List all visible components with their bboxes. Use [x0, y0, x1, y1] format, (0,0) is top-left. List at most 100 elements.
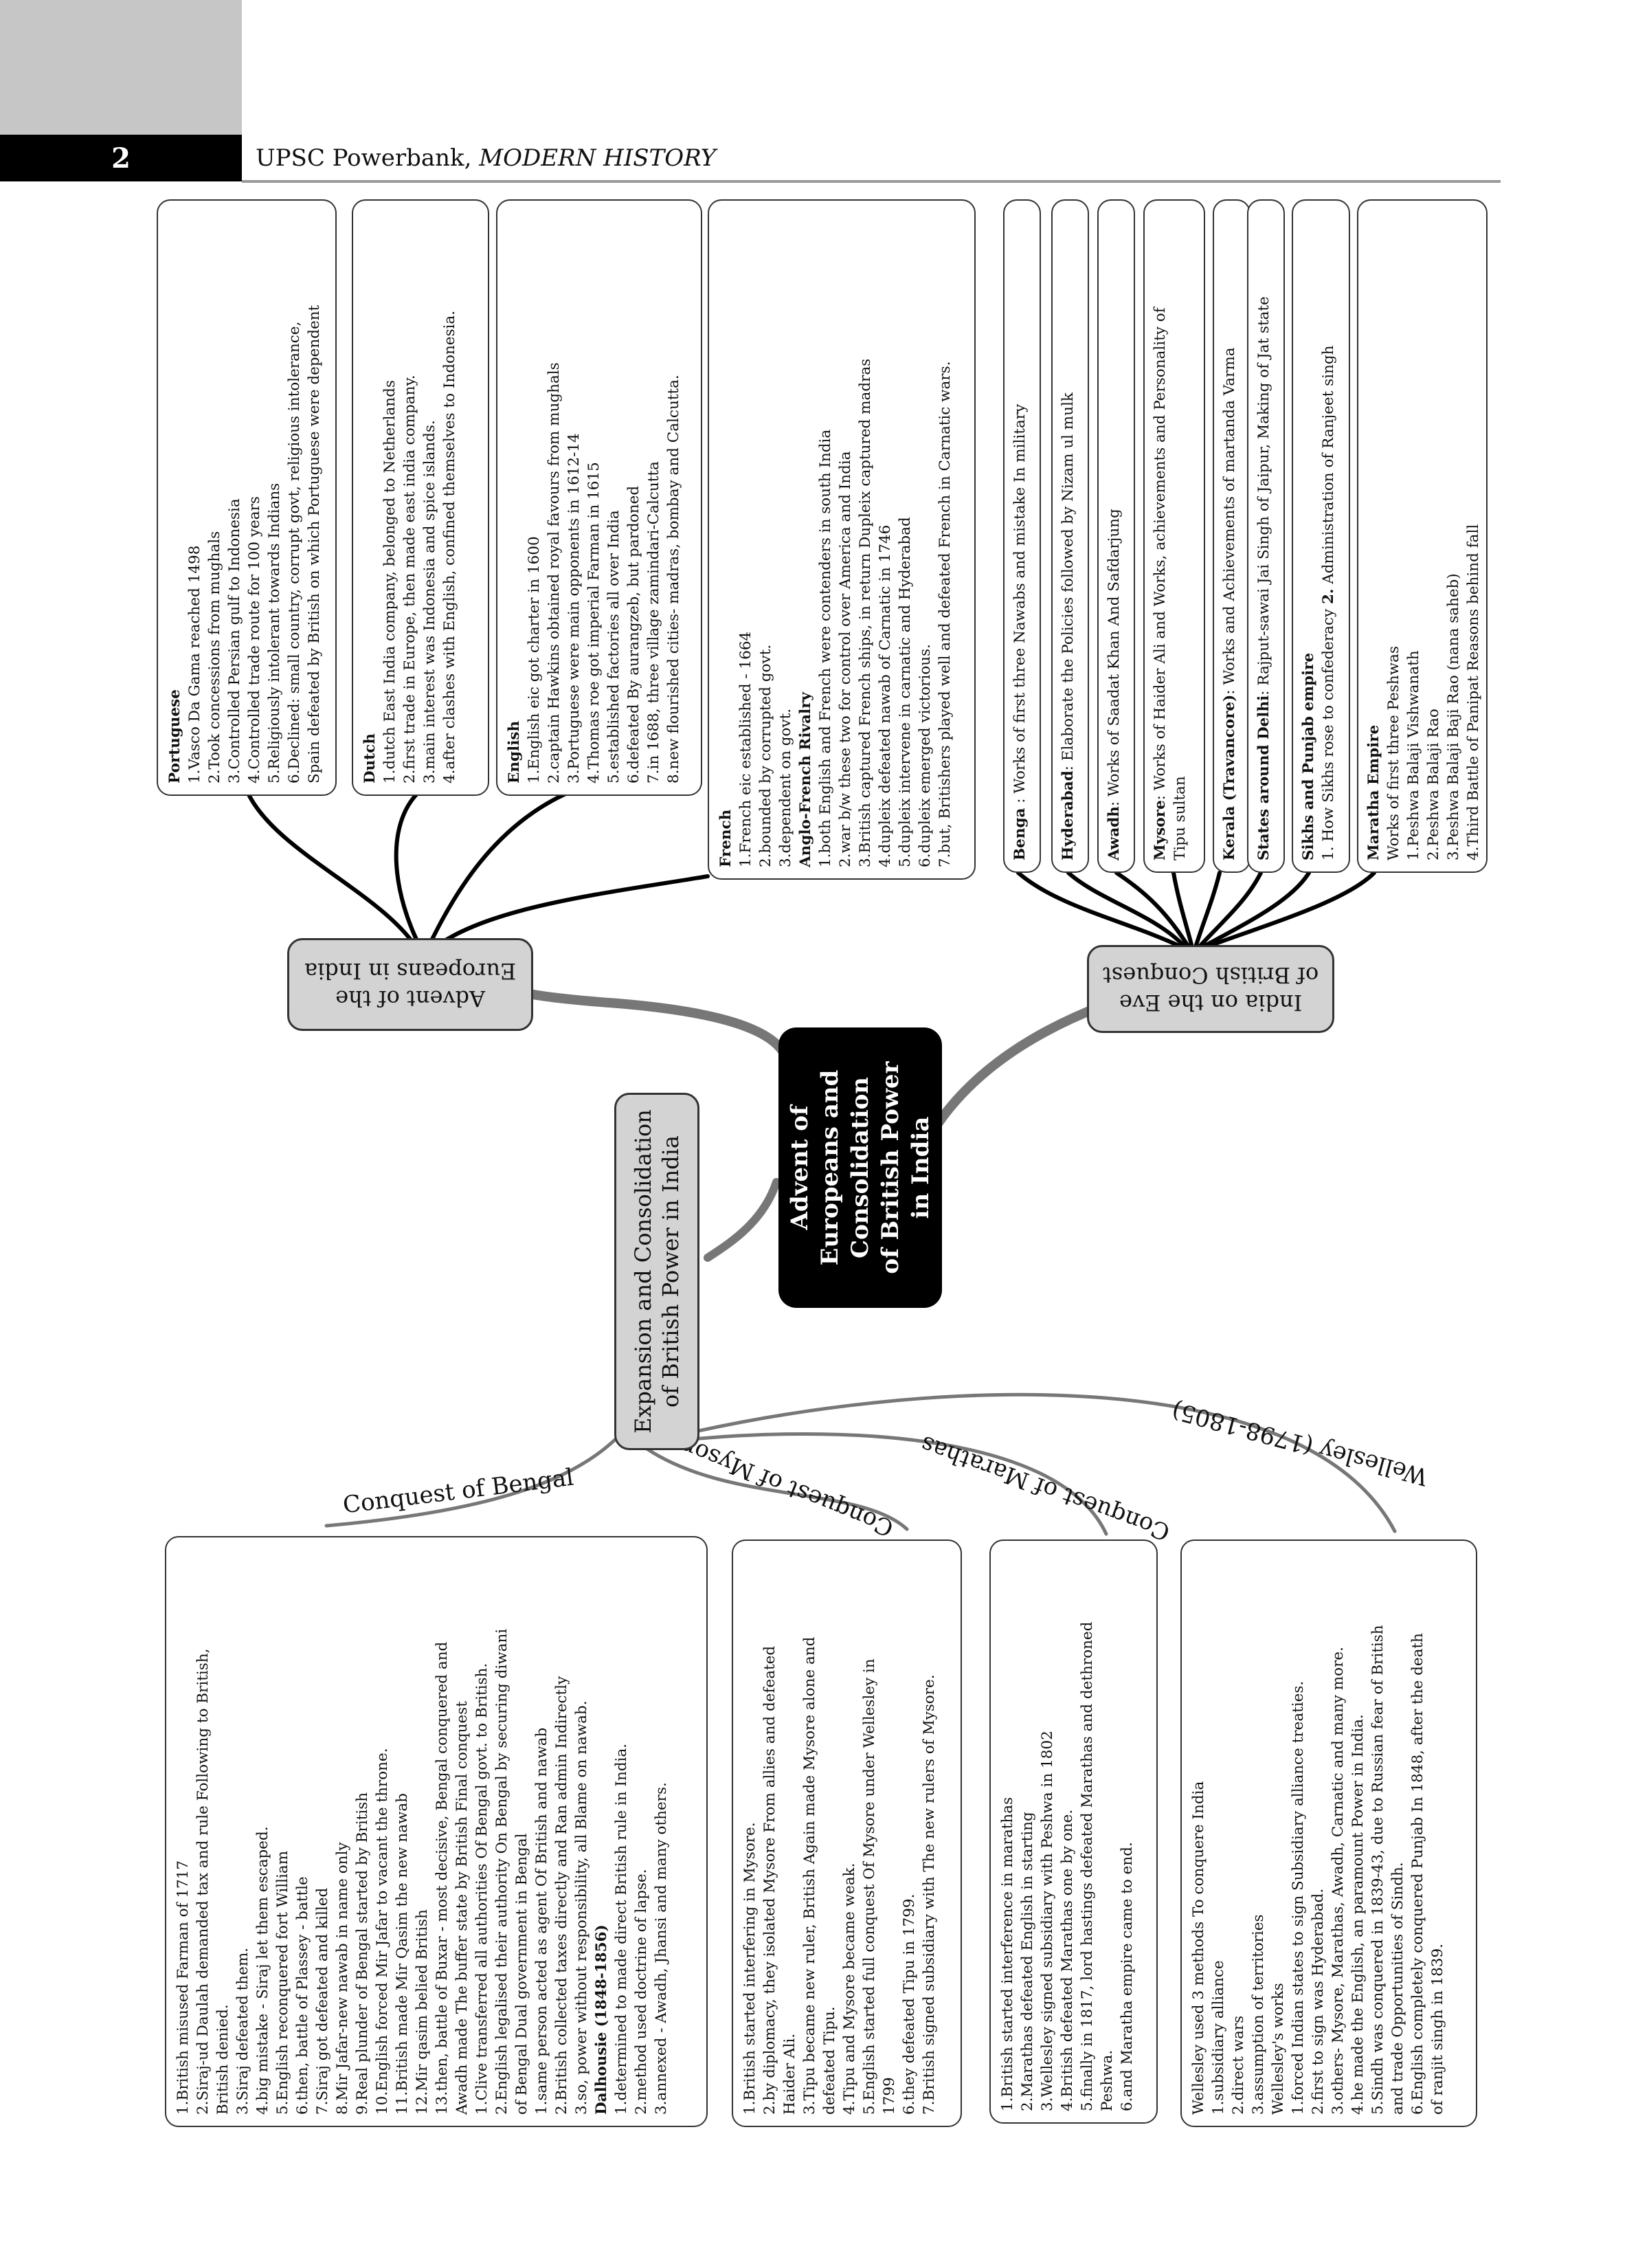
connector-dutch — [394, 790, 425, 954]
marathas-content: 1.British started interference in marath… — [991, 1544, 1156, 2121]
central-line-2: Europeans and — [816, 1069, 844, 1266]
wellesley-item-5b: and trade Opportunities of Sindh. — [1389, 1862, 1406, 2115]
english-item-8: 8.new flourished cities- madras, bombay … — [665, 375, 682, 783]
portuguese-item-1: 1.Vasco Da Gama reached 1498 — [186, 545, 203, 783]
english-item-6: 6.defeated By aurangzeb, but pardoned — [625, 485, 642, 783]
english-item-1: 1.English eic got charter in 1600 — [526, 536, 543, 783]
dutch-content: Dutch 1.dutch East India company, belong… — [353, 203, 491, 793]
french-title: French — [717, 809, 734, 867]
central-line-5: in India — [907, 1116, 934, 1219]
bengal-sub-item-5: 3.so, power without responsibility, all … — [573, 1700, 590, 2115]
eve-delhi-box: States around Delhi: Rajput-sawai Jai Si… — [1247, 199, 1285, 873]
mysore-item-7: 7.British signed subsidiary with The new… — [921, 1674, 938, 2115]
bengal-item-7: 7.Siraj got defeated and killed — [314, 1887, 331, 2115]
wellesley-method-2: 2.direct wars — [1230, 2015, 1247, 2115]
portuguese-item-3: 3.Controlled Persian gulf to Indonesia — [226, 498, 243, 783]
wellesley-item-4: 4.he made the English, an paramount Powe… — [1349, 1714, 1367, 2115]
marathas-item-1: 1.British started interference in marath… — [999, 1797, 1016, 2111]
eve-hub-text: India on the Eve of British Conquest — [1103, 961, 1319, 1016]
marathas-item-5: 5.finally in 1817, lord hastings defeate… — [1079, 1621, 1096, 2111]
connector-eve-delhi — [1197, 871, 1263, 949]
mysore-item-3: 3.Tipu became new ruler, British Again m… — [801, 1636, 818, 2115]
marathas-item-6: 6.and Maratha empire came to end. — [1119, 1842, 1136, 2111]
marathas-item-2: 2.Marathas defeated English in starting — [1019, 1812, 1036, 2111]
advent-hub-line-2: Europeans in India — [304, 957, 517, 984]
book-title: UPSC Powerbank, — [256, 144, 480, 172]
eve-awadh-box: Awadh: Works of Saadat Khan And Safdarju… — [1097, 199, 1135, 873]
header-rule — [242, 180, 1501, 183]
dutch-item-4: 4.after clashes with English, confined t… — [441, 310, 458, 783]
portuguese-content: Portuguese 1.Vasco Da Gama reached 1498 … — [158, 203, 338, 793]
bengal-item-11: 11.British made Mir Qasim the new nawab — [394, 1793, 411, 2115]
bengal-item-13: 13.then, battle of Buxar - most decisive… — [434, 1641, 451, 2115]
expansion-hub-text: Expansion and Consolidation of British P… — [629, 1093, 684, 1450]
english-item-3: 3.Portuguese were main opponents in 1612… — [565, 433, 583, 783]
bengal-item-2b: British denied. — [214, 2004, 232, 2115]
central-line-4: of British Power — [877, 1061, 904, 1274]
dalhousie-item-1: 1.determined to made direct British rule… — [613, 1743, 630, 2115]
connector-eve-awadh — [1114, 871, 1191, 949]
book-subject: MODERN HISTORY — [479, 144, 717, 172]
eve-delhi-line: States around Delhi: Rajput-sawai Jai Si… — [1255, 296, 1272, 860]
bengal-item-2: 2.Siraj-ud Daulah demanded tax and rule … — [194, 1648, 212, 2115]
eve-hub-line-1: India on the Eve — [1119, 990, 1303, 1016]
eve-bengal-box: Benga : Works of first three Nawabs and … — [1003, 199, 1041, 873]
marathas-panel: 1.British started interference in marath… — [989, 1539, 1158, 2124]
connector-eve-hyderabad — [1066, 871, 1187, 949]
connector-eve-bengal — [1016, 871, 1184, 949]
marathas-item-5b: Peshwa. — [1099, 2049, 1116, 2111]
wellesley-item-6: 6.English completely conquered Punjab In… — [1409, 1633, 1426, 2115]
french-item-2: 2.bounded by corrupted govt. — [757, 644, 774, 867]
marathas-item-3: 3.Wellesley signed subsidiary with Peshw… — [1039, 1731, 1056, 2111]
french-box: French 1.French eic established - 1664 2… — [708, 199, 976, 880]
bengal-sub-item-2: 2.English legalised their authority On B… — [493, 1628, 511, 2115]
eve-maratha-box: Maratha Empire Works of first three Pesh… — [1357, 199, 1488, 873]
eve-sikhs-title: Sikhs and Punjab empire — [1300, 652, 1317, 860]
bengal-sub-item-2b: of Bengal Dual government in Bengal — [513, 1833, 530, 2115]
eve-delhi-content: States around Delhi: Rajput-sawai Jai Si… — [1248, 203, 1286, 870]
bengal-item-3: 3.Siraj defeated them. — [234, 1947, 251, 2115]
eve-kerala-content: Kerala (Travancore): Works and Achieveme… — [1214, 203, 1252, 870]
connector-english — [424, 790, 572, 954]
anglo-french-item-3: 3.British captured French ships, in retu… — [857, 358, 874, 867]
expansion-hub-line-2: of British Power in India — [658, 1135, 684, 1408]
central-topic: Advent of Europeans and Consolidation of… — [778, 1027, 942, 1308]
bengal-item-8: 8.Mir Jafar-new nawab in name only — [334, 1842, 351, 2115]
dutch-item-2: 2.first trade in Europe, then made east … — [401, 375, 418, 783]
portuguese-item-5: 5.Religiously intolerant towards Indians — [266, 482, 283, 783]
mysore-content: 1.British started interfering in Mysore.… — [733, 1544, 960, 2124]
eve-maratha-item-4: 4.Third Battle of Panipat Reasons behind… — [1465, 524, 1482, 860]
eve-awadh-line: Awadh: Works of Saadat Khan And Safdarju… — [1106, 509, 1123, 860]
eve-sikhs-content: Sikhs and Punjab empire 1. How Sikhs ros… — [1293, 203, 1351, 870]
eve-sikhs-box: Sikhs and Punjab empire 1. How Sikhs ros… — [1292, 199, 1350, 873]
bengal-item-1: 1.British misused Farman of 1717 — [175, 1860, 192, 2115]
portuguese-item-2: 2.Took concessions from mughals — [206, 531, 223, 783]
eve-awadh-content: Awadh: Works of Saadat Khan And Safdarju… — [1099, 203, 1136, 870]
connector-mysore — [637, 1441, 909, 1531]
expansion-hub: Expansion and Consolidation of British P… — [614, 1093, 699, 1450]
dalhousie-item-2: 2.method used doctrine of lapse. — [633, 1869, 650, 2115]
bengal-panel: 1.British misused Farman of 1717 2.Siraj… — [165, 1536, 708, 2127]
corner-block — [0, 0, 242, 135]
mysore-item-5b: 1799 — [881, 2077, 898, 2115]
portuguese-item-6b: Spain defeated by British on which Portu… — [306, 304, 323, 783]
eve-hyderabad-content: Hyderabad: Elaborate the Policies follow… — [1053, 203, 1090, 870]
portuguese-box: Portuguese 1.Vasco Da Gama reached 1498 … — [157, 199, 337, 796]
advent-hub: Advent of the Europeans in India — [287, 938, 533, 1031]
eve-bengal-content: Benga : Works of first three Nawabs and … — [1005, 203, 1042, 870]
bengal-item-12: 12.Mir qasim belied British — [414, 1909, 431, 2115]
central-topic-text: Advent of Europeans and Consolidation of… — [785, 1027, 936, 1308]
mysore-item-5: 5.English started full conquest Of Mysor… — [861, 1658, 878, 2115]
wellesley-works-title: Wellesley's works — [1270, 1983, 1287, 2115]
english-item-5: 5.established factories all over India — [605, 510, 622, 783]
mysore-item-6: 6.they defeated Tipu in 1799. — [901, 1893, 918, 2115]
anglo-french-item-7: 7.but, Britishers played well and defeat… — [936, 361, 954, 867]
eve-hyderabad-line: Hyderabad: Elaborate the Policies follow… — [1059, 392, 1077, 860]
connector-french — [427, 874, 710, 954]
mysore-item-3b: defeated Tipu. — [821, 2006, 838, 2115]
eve-mysore-line-1: Mysore: Works of Haider Ali and Works, a… — [1152, 307, 1169, 860]
bengal-sub-item-4: 2.British collected taxes directly and R… — [553, 1676, 570, 2115]
portuguese-item-4: 4.Controlled trade route for 100 years — [246, 496, 263, 783]
central-line-1: Advent of — [786, 1105, 814, 1230]
eve-bengal-line: Benga : Works of first three Nawabs and … — [1011, 403, 1029, 860]
